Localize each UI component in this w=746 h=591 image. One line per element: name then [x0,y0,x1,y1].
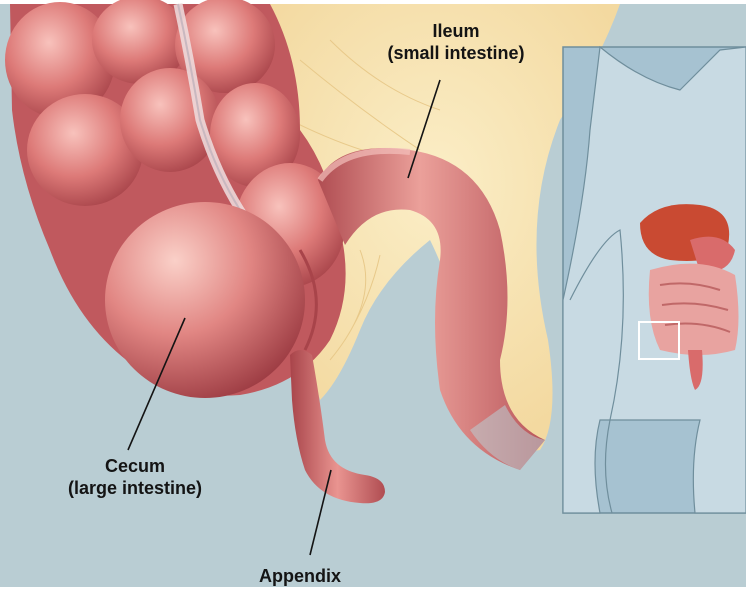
ileum-label: Ileum (small intestine) [366,20,546,64]
ileum-label-line1: Ileum [366,20,546,42]
cecum-label-line1: Cecum [45,455,225,477]
location-inset [563,47,746,513]
top-border [0,0,746,4]
bottom-border [0,587,746,591]
cecum-label-line2: (large intestine) [45,477,225,499]
ileum-label-line2: (small intestine) [366,42,546,64]
appendix-label: Appendix [235,565,365,587]
cecum-label: Cecum (large intestine) [45,455,225,499]
